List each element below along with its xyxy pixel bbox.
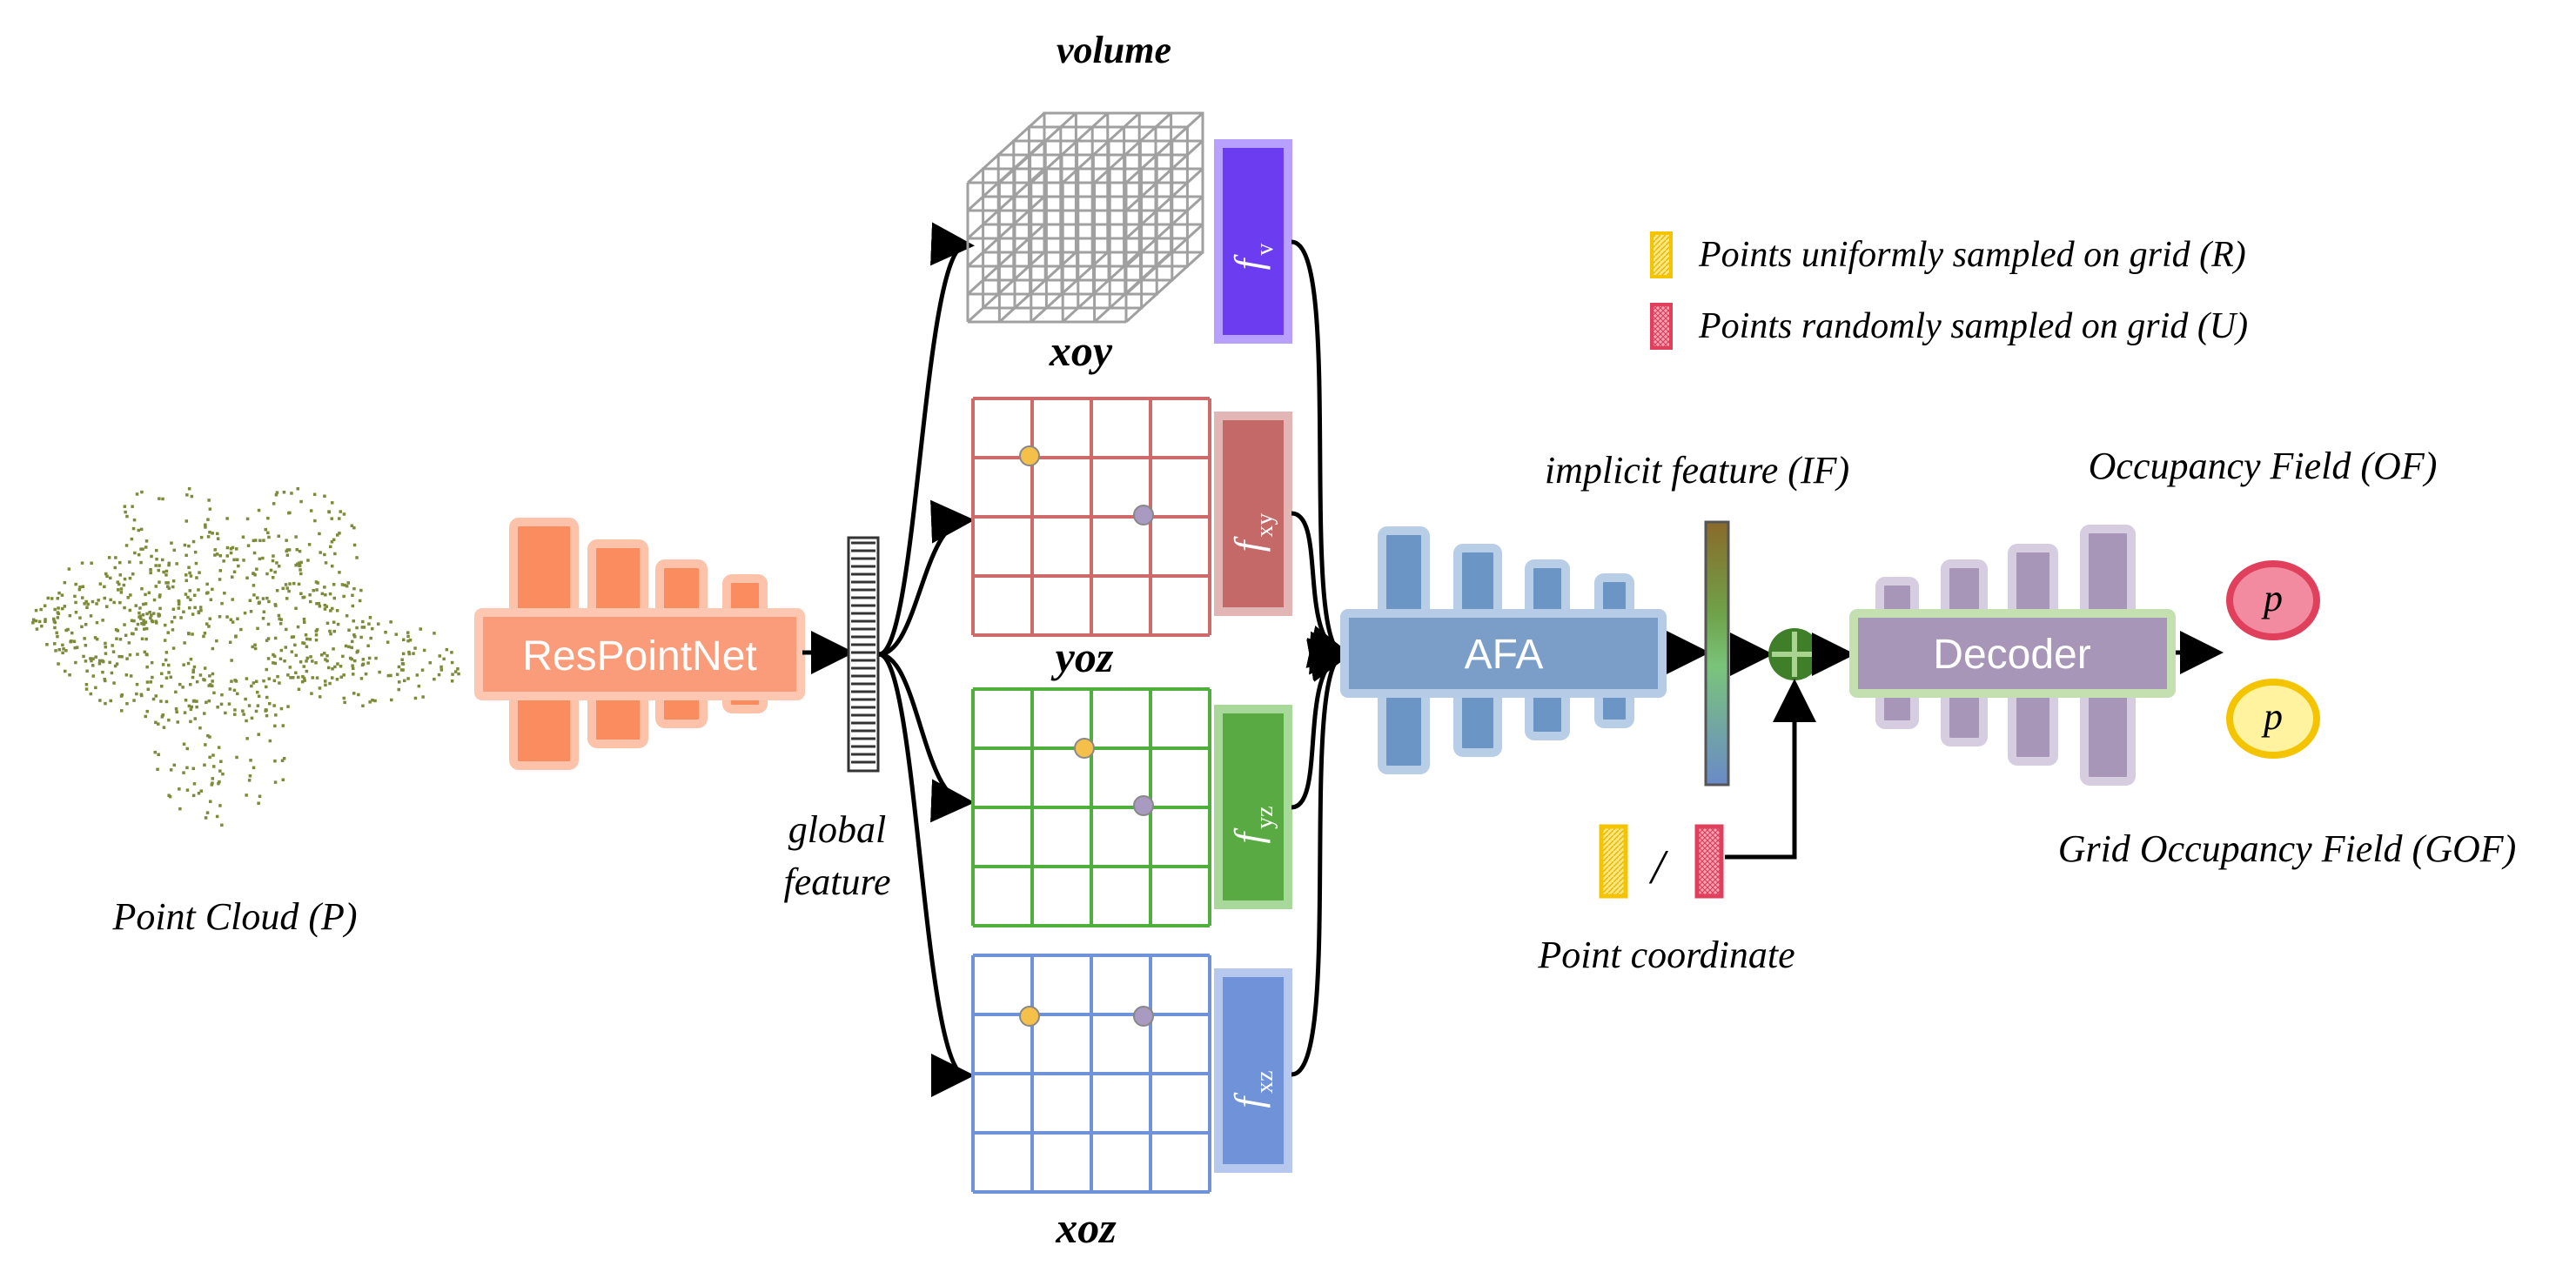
respointnet-label: ResPointNet: [522, 633, 756, 680]
afa-label: AFA: [1465, 632, 1544, 678]
volume-grid-cube: [966, 111, 1204, 324]
slash-label: /: [1648, 840, 1668, 894]
respointnet-block: [474, 518, 805, 770]
legend-random-label: Points randomly sampled on grid (U): [1698, 306, 2248, 346]
point-cloud-label: Point Cloud (P): [111, 895, 357, 938]
afa-block: [1340, 526, 1667, 774]
feature-bar-yz: [1214, 705, 1292, 909]
point-coordinate-arrow: [1725, 679, 1816, 860]
decoder-label: Decoder: [1933, 632, 2090, 678]
feature-bar-xz: [1214, 968, 1292, 1173]
feature-bar-xy: [1214, 412, 1292, 616]
grid-occupancy-output: [2226, 679, 2320, 759]
occupancy-output: [2226, 560, 2320, 640]
point-coordinate-label: Point coordinate: [1537, 934, 1794, 976]
merge-arrows: [1291, 239, 1353, 1077]
uniform-point-swatch: [1599, 824, 1628, 899]
legend: Points uniformly sampled on grid (R) Poi…: [1650, 231, 2248, 350]
volume-label: volume: [1057, 29, 1171, 71]
implicit-feature-bar: [1704, 520, 1730, 787]
global-feature-vector: [847, 536, 880, 773]
global-feature-label-2: feature: [784, 860, 891, 903]
yoz-plane-grid: [971, 687, 1211, 927]
feature-bar-v: [1214, 139, 1292, 344]
xoy-plane-grid: [971, 397, 1211, 637]
occupancy-field-label: Occupancy Field (OF): [2089, 445, 2438, 487]
legend-uniform-label: Points uniformly sampled on grid (R): [1698, 235, 2246, 275]
xoz-label: xoz: [1055, 1203, 1117, 1252]
point-cloud-plot: [31, 487, 460, 827]
occupancy-p: p: [2261, 577, 2283, 619]
concat-icon: [1768, 628, 1821, 680]
yoz-label: yoz: [1051, 633, 1114, 681]
xoz-plane-grid: [971, 954, 1211, 1194]
random-point-swatch: [1694, 824, 1724, 899]
legend-random-swatch: [1650, 303, 1673, 350]
grid-occupancy-field-label: Grid Occupancy Field (GOF): [2058, 827, 2517, 870]
xoy-label: xoy: [1049, 326, 1113, 375]
decoder-block: [1849, 525, 2176, 786]
grid-occupancy-p: p: [2261, 695, 2283, 738]
legend-uniform-swatch: [1650, 231, 1673, 278]
implicit-feature-label: implicit feature (IF): [1545, 449, 1849, 492]
branch-arrows: [878, 222, 975, 1097]
global-feature-label-1: global: [788, 808, 886, 851]
